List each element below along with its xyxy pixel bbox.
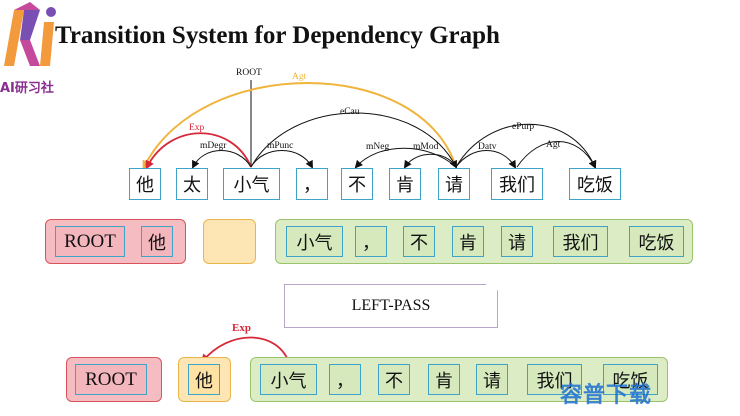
logo-mark [4,2,56,66]
buffer-cell: 请 [476,364,508,395]
arc-label-agt-root: Agt [292,72,307,82]
buffer-cell: 请 [501,226,533,257]
arc-label-agt: Agt [546,140,561,150]
word-token: 小气 [223,168,280,200]
buffer-cell: 吃饭 [629,226,684,257]
word-token: 肯 [389,168,421,200]
buffer-cell: 小气 [286,226,343,257]
word-token: ， [296,168,328,200]
arc-mpunc [250,150,313,169]
buffer-cell: ， [329,364,361,395]
buffer-cell: 小气 [260,364,317,395]
stack-cell-root: ROOT [55,226,125,257]
arc-mmod [403,153,457,169]
stack-cell: 他 [141,226,173,257]
buffer-cell: 肯 [452,226,484,257]
buffer-cell: 吃饭 [603,364,658,395]
word-token: 我们 [491,168,543,200]
arc-datv [455,150,517,169]
arc-mdegr [192,150,252,169]
buffer-panel-before [275,219,693,264]
logo-text: AI研习社 [0,81,54,96]
arc-agt [516,141,596,169]
word-token: 太 [176,168,208,200]
arc-exp-new [201,336,291,366]
buffer-cell: 肯 [428,364,460,395]
buffer-cell: 不 [378,364,410,395]
arc-label-epurp: ePurp [512,122,534,132]
buffer-cell: ， [355,226,387,257]
deque-cell: 他 [188,364,220,395]
word-token: 他 [129,168,161,200]
arc-label-exp: Exp [189,123,205,133]
deque-panel-before [203,219,256,264]
arc-label-mneg: mNeg [366,142,389,152]
arc-exp [145,132,252,170]
watermark: 容普下载 [560,383,653,408]
arc-label-mmod: mMod [413,142,439,152]
word-token: 吃饭 [569,168,621,200]
arc-label-mdegr: mDegr [200,141,227,151]
arc-label-exp-new: Exp [232,322,251,334]
arc-mneg [354,147,457,169]
word-token: 不 [341,168,373,200]
transition-action: LEFT-PASS [284,284,498,328]
stack-cell-root: ROOT [75,364,147,395]
root-label: ROOT [236,68,262,78]
arc-agt-root [142,82,457,170]
buffer-cell: 不 [403,226,435,257]
arc-label-mpunc: mPunc [267,141,293,151]
arc-label-ecau: eCau [340,107,360,117]
word-token: 请 [438,168,470,200]
buffer-cell: 我们 [527,364,582,395]
buffer-cell: 我们 [553,226,608,257]
arc-label-datv: Datv [478,142,497,152]
arc-epurp [455,123,597,169]
page-title: Transition System for Dependency Graph [55,22,500,49]
arc-ecau [250,112,457,169]
